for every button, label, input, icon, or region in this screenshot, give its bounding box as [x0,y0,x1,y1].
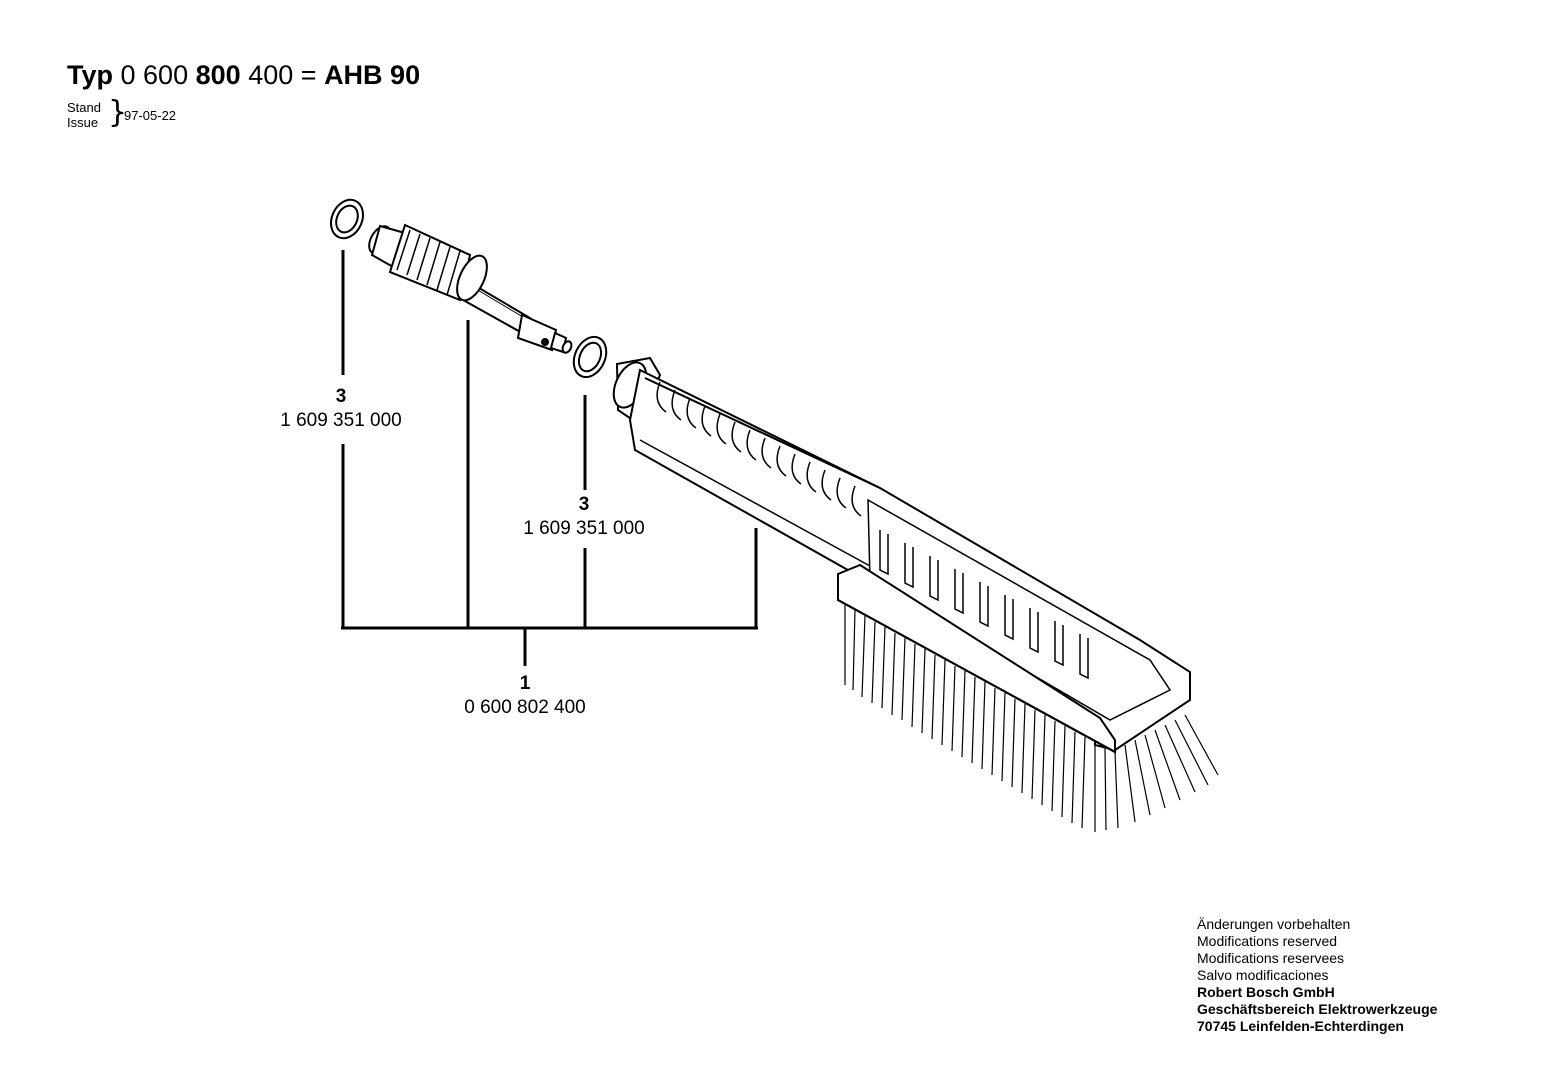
issue-date: 97-05-22 [124,108,177,123]
callout-part-number: 1 609 351 000 [523,518,645,539]
notice-line-de: Änderungen vorbehalten [1197,916,1351,932]
callout-o-ring-middle: 3 1 609 351 000 [514,493,654,541]
company-division: Geschäftsbereich Elektrowerkzeuge [1197,1001,1438,1017]
callout-o-ring-top: 3 1 609 351 000 [271,385,411,433]
issue-issue-label: Issue [67,115,99,130]
adapter-coupling [368,223,573,354]
callout-brush-assembly: 1 0 600 802 400 [455,672,595,720]
brush-handle [612,356,1191,752]
brace-icon: } [108,95,128,130]
notice-line-es: Salvo modificaciones [1197,967,1329,983]
company-name: Robert Bosch GmbH [1197,984,1335,1000]
leader-lines [341,250,758,666]
title-model: AHB 90 [324,60,421,90]
callout-number: 3 [335,386,347,407]
brush-head [837,563,1116,754]
callout-number: 1 [519,673,531,694]
title-code-a: 0 600 [120,60,189,90]
page-title: Typ 0 600 800 400 = AHB 90 [67,60,420,91]
bristles [844,605,1219,832]
notice-line-en: Modifications reserved [1197,933,1338,949]
callout-part-number: 0 600 802 400 [464,697,586,718]
footer-notice: Änderungen vorbehalten Modifications res… [1197,916,1437,1035]
title-code-b: 800 [195,60,241,90]
o-ring-top [329,198,365,240]
issue-stand-label: Stand [67,100,101,115]
title-code-c: 400 [248,60,294,90]
issue-block: Stand Issue } 97-05-22 [67,98,176,131]
o-ring-middle [572,335,608,379]
callout-part-number: 1 609 351 000 [280,410,402,431]
callout-number: 3 [578,494,590,515]
company-address: 70745 Leinfelden-Echterdingen [1197,1018,1404,1034]
title-prefix: Typ [67,60,113,90]
title-equals: = [300,60,317,90]
notice-line-fr: Modifications reservees [1197,950,1345,966]
